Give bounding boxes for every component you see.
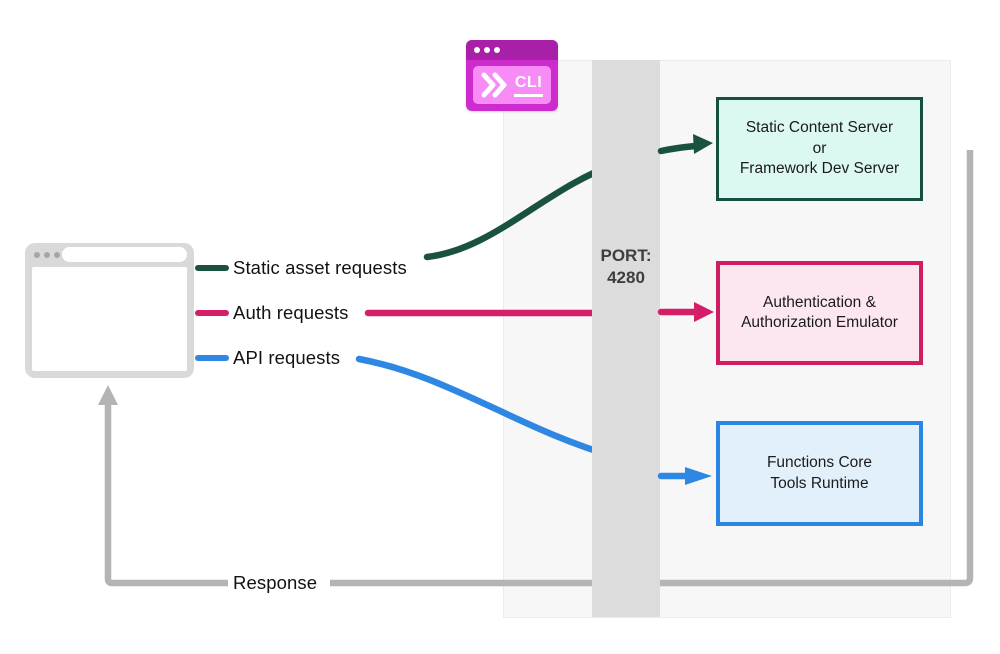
- cli-screen: CLI: [473, 66, 551, 104]
- port-label: PORT: 4280: [600, 246, 652, 288]
- browser-dot-icon: [54, 252, 60, 258]
- browser-dot-icon: [44, 252, 50, 258]
- cli-label: CLI: [513, 74, 544, 97]
- auth-requests-label: Auth requests: [233, 302, 349, 323]
- response-label: Response: [233, 572, 318, 593]
- browser-window-icon: [25, 243, 194, 378]
- api-requests-label: API requests: [233, 347, 341, 368]
- browser-viewport: [32, 267, 187, 371]
- double-chevron-icon: [481, 72, 507, 98]
- cli-titlebar: [466, 40, 558, 60]
- auth-emulator-box: Authentication & Authorization Emulator: [716, 261, 923, 365]
- response-arrowhead-up: [98, 385, 118, 405]
- static-asset-requests-label: Static asset requests: [233, 257, 407, 278]
- cli-terminal-window-icon: CLI: [466, 40, 558, 111]
- browser-dot-icon: [34, 252, 40, 258]
- cli-dot-icon: [474, 47, 480, 53]
- browser-address-bar: [62, 247, 187, 262]
- response-line-left: [104, 404, 228, 587]
- cli-dot-icon: [484, 47, 490, 53]
- static-content-server-box: Static Content Server or Framework Dev S…: [716, 97, 923, 201]
- cli-dot-icon: [494, 47, 500, 53]
- functions-runtime-box: Functions Core Tools Runtime: [716, 421, 923, 526]
